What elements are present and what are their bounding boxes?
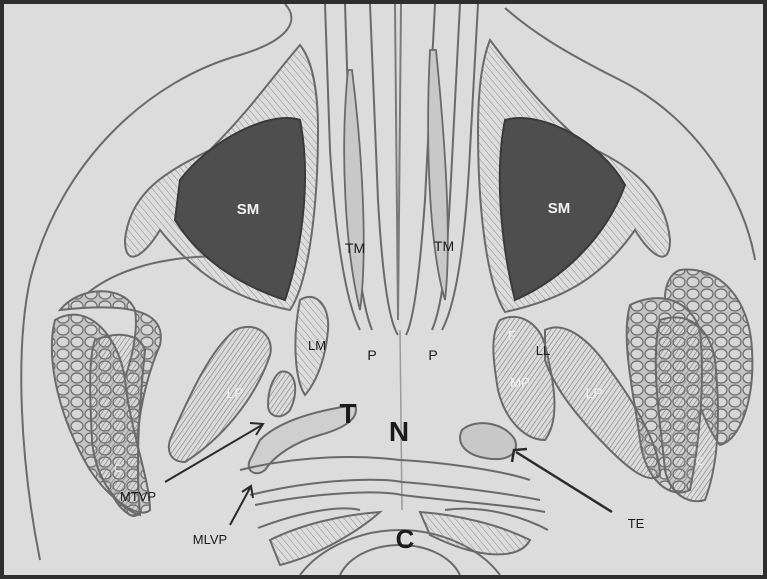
label-lp-left: LP	[226, 385, 243, 401]
label-te: TE	[628, 516, 645, 531]
label-mp: MP	[510, 375, 530, 390]
label-c-right: C	[696, 456, 704, 468]
label-tm-left: TM	[345, 240, 365, 256]
label-p-right: P	[428, 347, 437, 363]
label-c-left: C	[114, 463, 122, 475]
label-tm-right: TM	[434, 238, 454, 254]
lower-left-cartilage	[270, 512, 380, 565]
label-n: N	[389, 416, 409, 447]
lower-right-cartilage	[420, 512, 530, 554]
drawing-paper: SM SM TM TM LM P P F LL MP LP LP C C C T…	[4, 4, 763, 575]
c-left-shape	[90, 335, 145, 515]
label-f: F	[508, 328, 516, 343]
mtvp-oval	[268, 372, 295, 417]
te-loop	[460, 423, 516, 459]
mlvp-arrow-line	[230, 488, 250, 525]
te-arrow-line	[516, 452, 612, 512]
label-mlvp: MLVP	[193, 532, 227, 547]
label-lm: LM	[308, 338, 326, 353]
label-mtvp: MTVP	[120, 489, 156, 504]
label-p-left: P	[367, 347, 376, 363]
tm-left-shape	[344, 70, 363, 310]
label-c-bottom: C	[396, 524, 415, 554]
label-sm-right: SM	[548, 200, 571, 217]
lp-left-shape	[169, 327, 271, 462]
label-sm-left: SM	[237, 201, 260, 218]
label-lp-right: LP	[585, 385, 602, 401]
label-t: T	[339, 398, 356, 429]
anatomical-diagram: SM SM TM TM LM P P F LL MP LP LP C C C T…	[4, 4, 763, 575]
tm-right-shape	[428, 50, 448, 300]
label-ll: LL	[536, 343, 550, 358]
c-right-shape	[656, 317, 718, 501]
